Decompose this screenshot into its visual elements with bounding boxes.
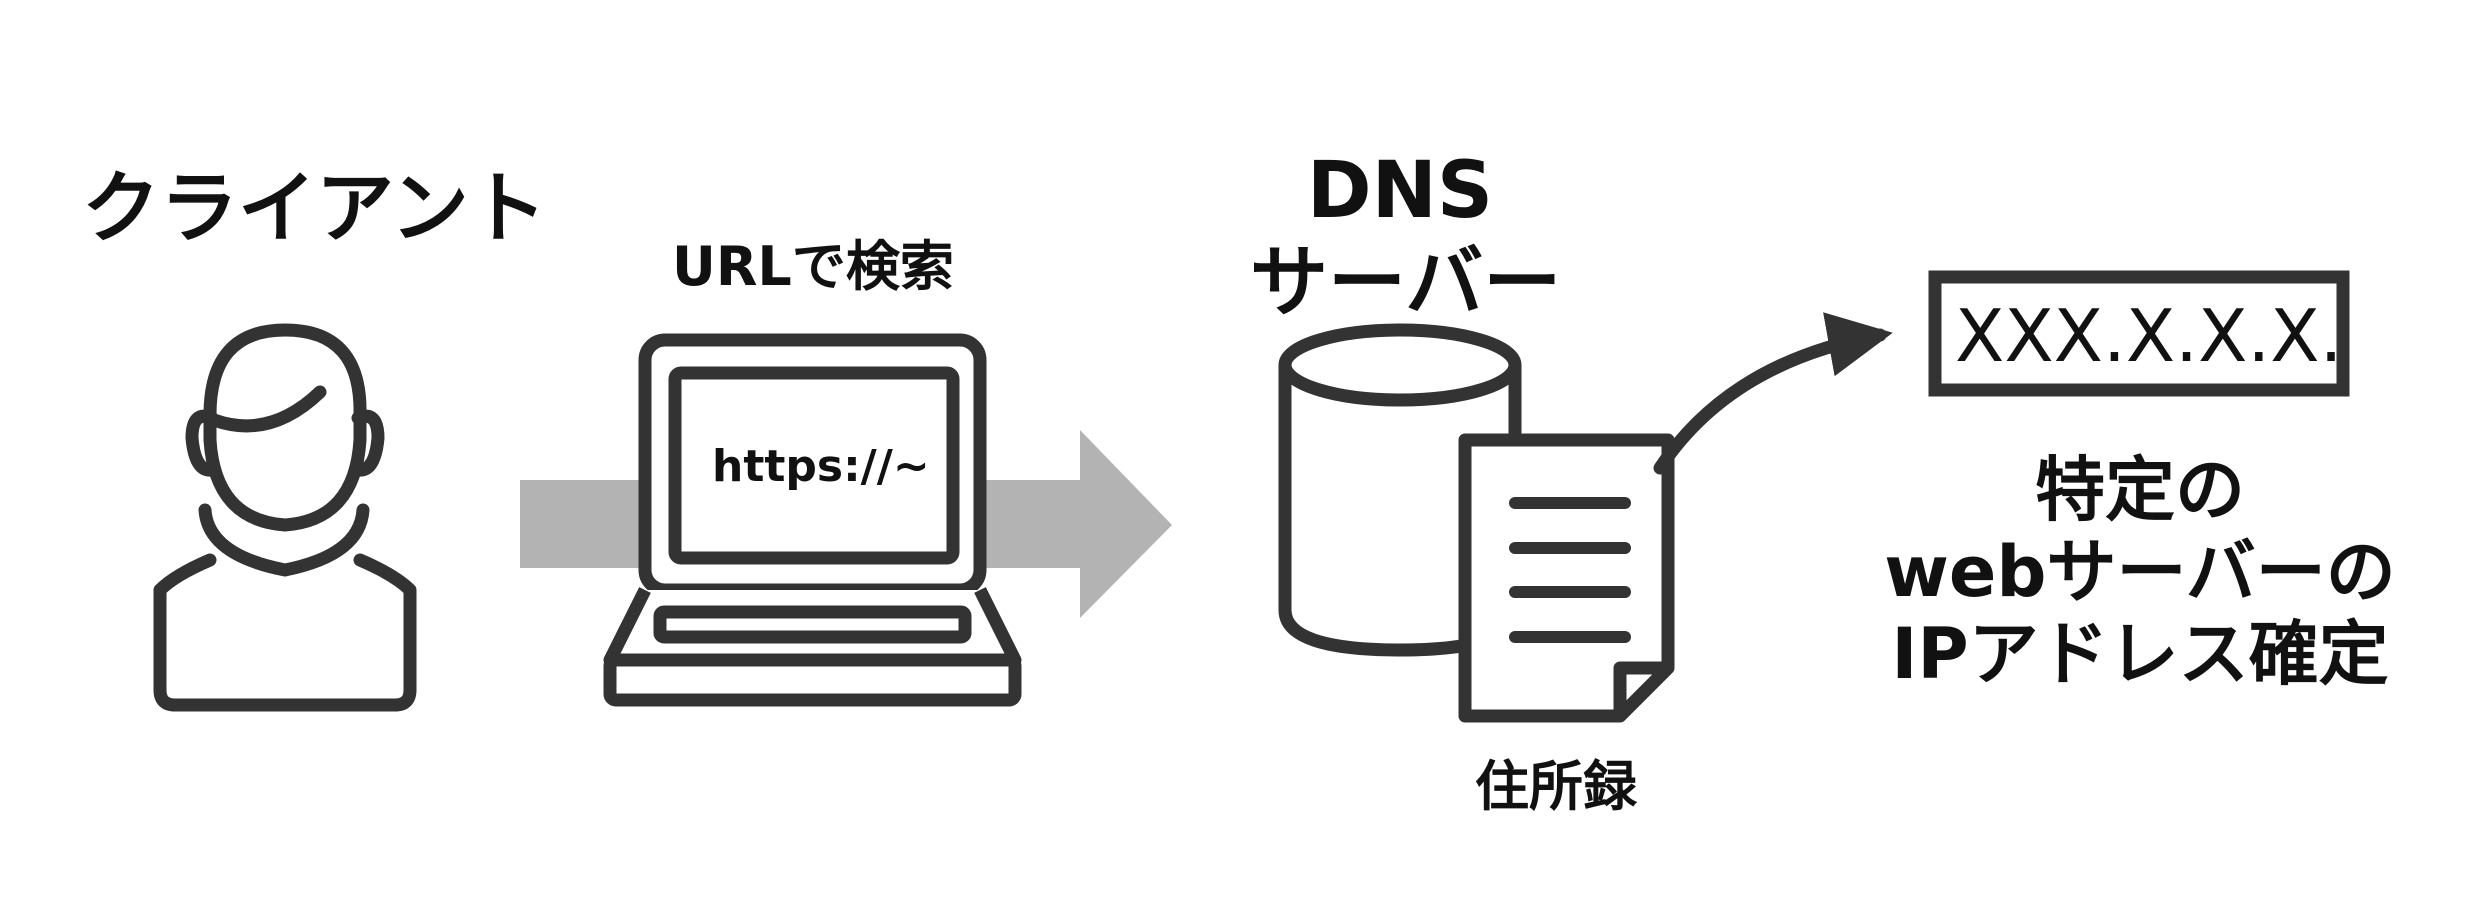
database-icon [1278,323,1522,657]
address-book-label: 住所録 [1475,755,1637,818]
screen-url-text: https://~ [712,441,930,492]
ip-address-text: XXX.X.X.X. [1955,294,2343,378]
person-icon [153,323,417,712]
ip-box [1928,270,2350,397]
result-label-line1: 特定の [2035,449,2245,531]
document-icon [1458,433,1675,723]
result-arrow [1653,312,1893,475]
result-label-line2: webサーバーの [1884,530,2396,613]
result-label-line3: IPアドレス確定 [1891,612,2389,695]
dns-label-line1: DNS [1306,146,1494,236]
search-label: URLで検索 [672,235,954,298]
client-label: クライアント [82,164,547,254]
result-label: 特定の webサーバーの IPアドレス確定 [1850,449,2430,696]
dns-label-line2: サーバー [1250,238,1562,329]
dns-server-label: DNS サーバー [1250,145,1562,329]
laptop-icon [603,333,1022,707]
